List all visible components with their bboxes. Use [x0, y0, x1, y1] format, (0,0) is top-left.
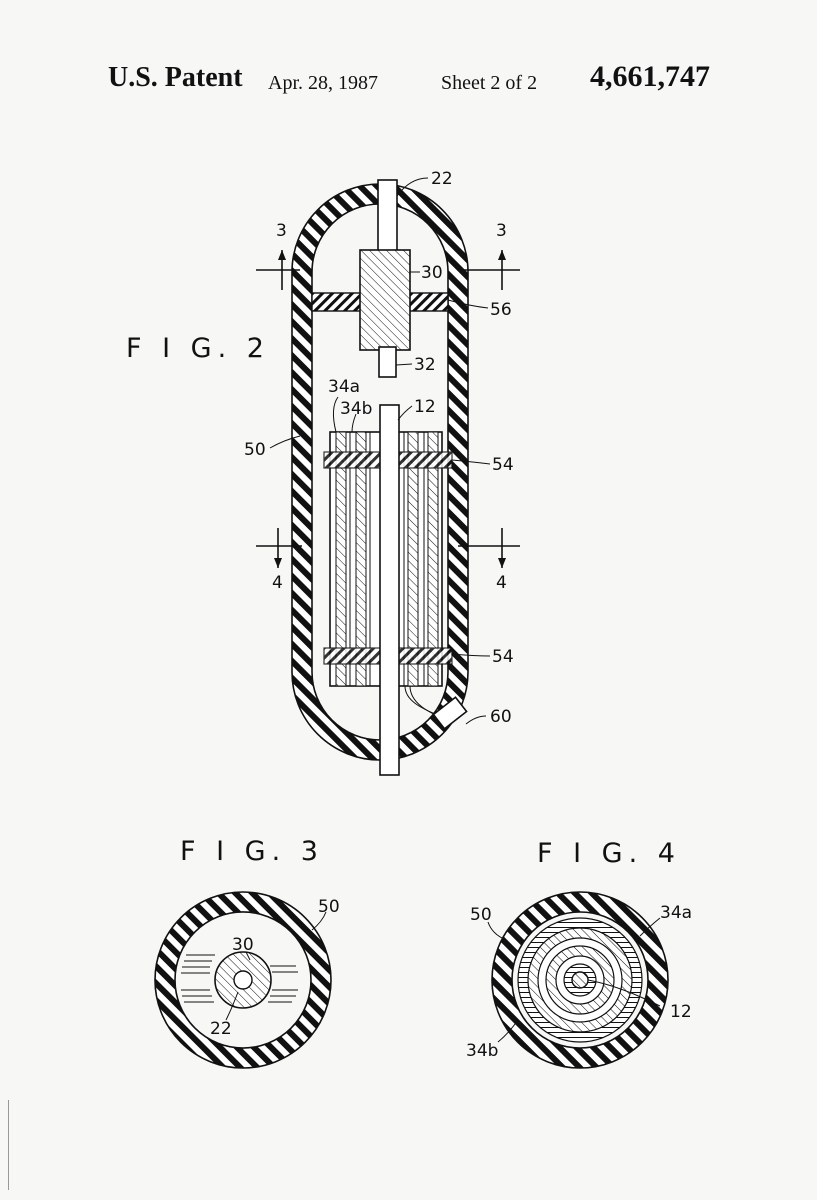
fig2-leader-lines	[269, 177, 491, 725]
fig3-ref-30: 30	[232, 935, 254, 955]
fig2-ref-50: 50	[244, 440, 266, 460]
fig2-ref-22: 22	[431, 169, 453, 189]
fig2-body-30	[359, 249, 411, 351]
fig2-plates	[335, 431, 439, 687]
fig2-ref-12: 12	[414, 397, 436, 417]
fig2-rod-12	[379, 404, 400, 776]
fig2-ref-34a: 34a	[328, 377, 360, 397]
fig3-housing	[154, 891, 332, 1069]
fig2-section-4-right: 4	[496, 573, 507, 593]
fig4-housing	[491, 891, 669, 1069]
fig2-ref-56: 56	[490, 300, 512, 320]
fig3-ref-22: 22	[210, 1019, 232, 1039]
fig4-label: F I G. 4	[537, 838, 681, 869]
fig2-section-3-3	[256, 250, 520, 290]
fig2-ref-54-bottom: 54	[492, 647, 514, 667]
sheet-number: Sheet 2 of 2	[441, 72, 538, 94]
fig3-ref-50: 50	[318, 897, 340, 917]
patent-office-title: U.S. Patent	[108, 62, 243, 93]
fig2-ref-30: 30	[421, 263, 443, 283]
fig2-section-3-left: 3	[276, 221, 287, 241]
fig3-drawing: 50 30 22 F I G. 3	[154, 836, 340, 1069]
fig2-ref-34b: 34b	[340, 399, 372, 419]
fig4-rod-12	[571, 971, 589, 989]
fig2-ref-32: 32	[414, 355, 436, 375]
fig2-section-4-4	[256, 528, 520, 568]
fig4-ref-34b: 34b	[466, 1041, 498, 1061]
fig3-rod-22	[233, 970, 253, 990]
fig2-section-4-left: 4	[272, 573, 283, 593]
fig3-shading	[181, 954, 298, 1003]
fig2-label: F I G. 2	[126, 333, 270, 364]
patent-number: 4,661,747	[590, 60, 710, 93]
fig2-stub-32	[378, 346, 397, 378]
fig4-ref-34a: 34a	[660, 903, 692, 923]
fig2-terminal-60	[432, 696, 468, 730]
fig2-section-3-right: 3	[496, 221, 507, 241]
fig4-ref-50: 50	[470, 905, 492, 925]
patent-date: Apr. 28, 1987	[268, 72, 378, 94]
fig2-drawing: 22 30 56 32 34a 34b 12 50 54 54 60 3 3 4…	[126, 169, 520, 776]
fig3-label: F I G. 3	[180, 836, 324, 867]
fig2-ref-60: 60	[490, 707, 512, 727]
fig4-ref-12: 12	[670, 1002, 692, 1022]
fig4-drawing: 50 34a 12 34b F I G. 4	[466, 838, 692, 1069]
scan-margin-line	[8, 1100, 9, 1190]
fig2-ref-54-top: 54	[492, 455, 514, 475]
fig2-rod-22	[377, 179, 398, 261]
